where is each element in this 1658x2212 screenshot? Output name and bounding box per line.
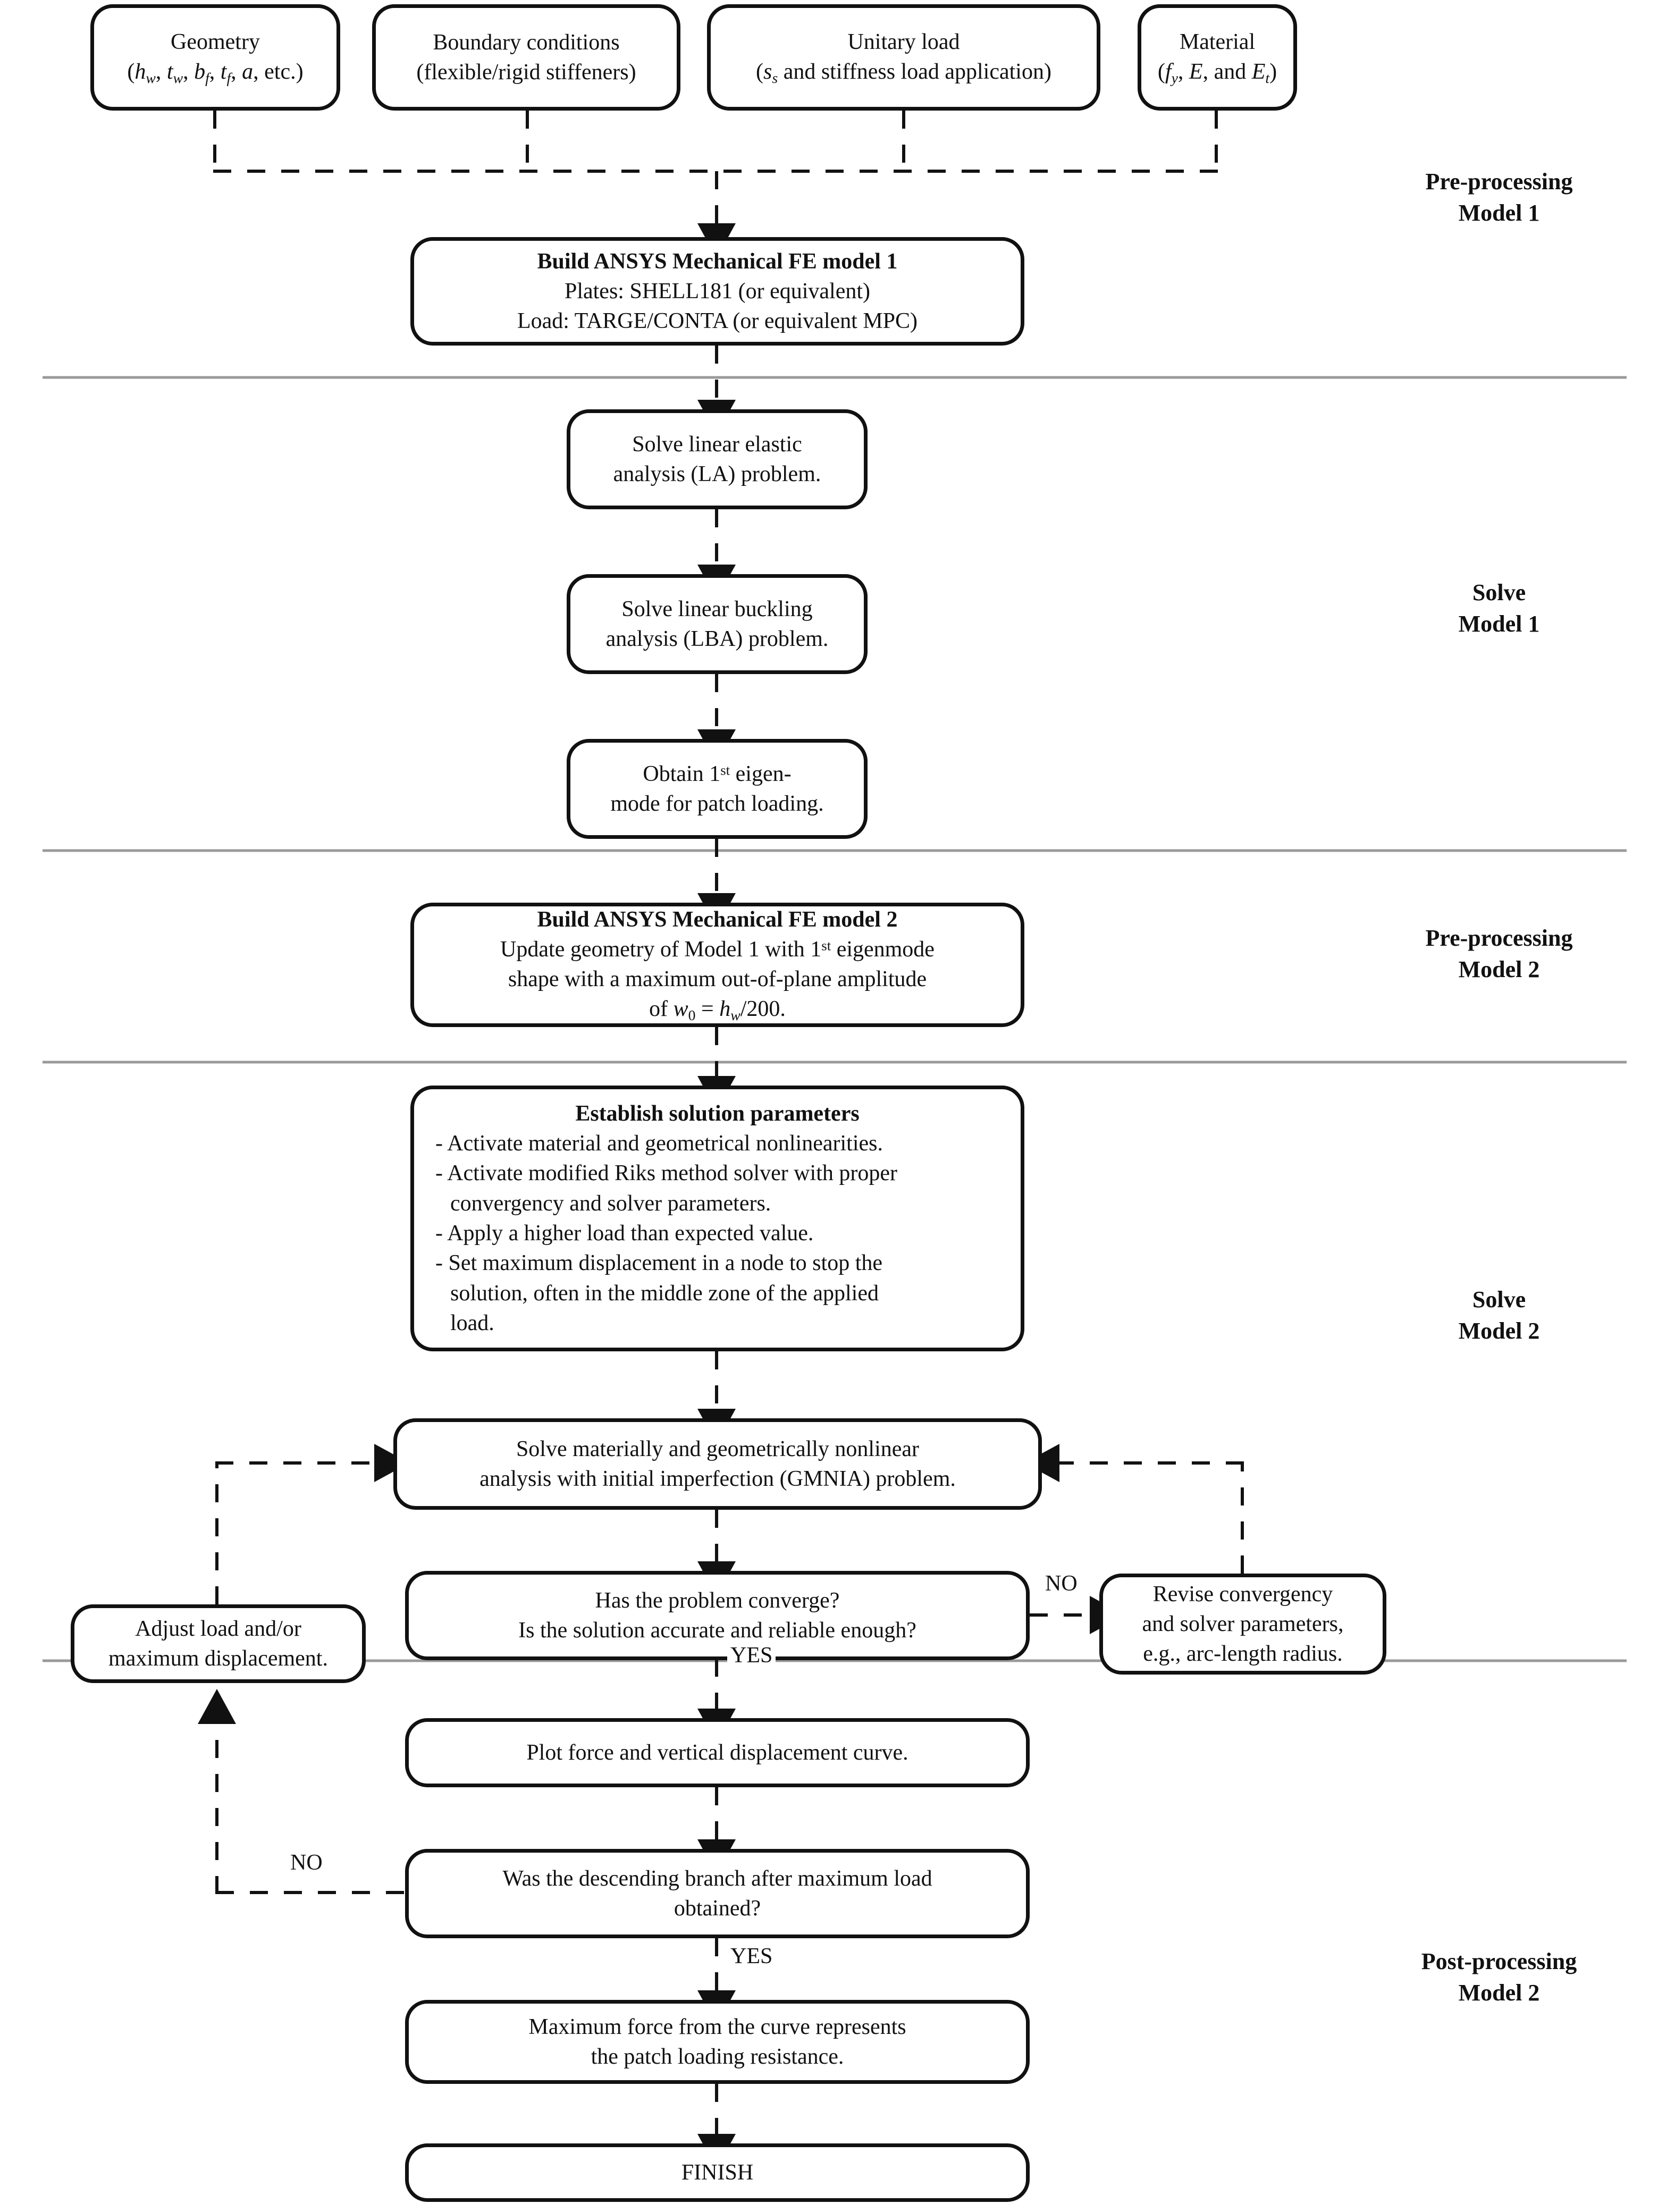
- process-maximum-force[interactable]: Maximum force from the curve represents …: [405, 2000, 1030, 2084]
- build-model-1-load: Load: TARGE/CONTA (or equivalent MPC): [517, 309, 918, 334]
- stage-3-line1: Pre-processing: [1425, 925, 1573, 951]
- process-solve-lba[interactable]: Solve linear buckling analysis (LBA) pro…: [567, 574, 868, 674]
- converge-q-line1: Has the problem converge?: [595, 1588, 840, 1613]
- build-model-2-line4: of w0 = hw/200.: [649, 997, 786, 1024]
- converge-q-line2: Is the solution accurate and reliable en…: [518, 1618, 916, 1643]
- process-adjust-load[interactable]: Adjust load and/or maximum displacement.: [71, 1604, 366, 1683]
- build-model-2-line2: Update geometry of Model 1 with 1st eige…: [500, 937, 935, 962]
- obtain-eigen-line1: Obtain 1st eigen-: [643, 761, 792, 786]
- decision-has-problem-converged[interactable]: Has the problem converge? Is the solutio…: [405, 1571, 1030, 1660]
- establish-params-title: Establish solution parameters: [575, 1101, 860, 1126]
- process-build-model-2[interactable]: Build ANSYS Mechanical FE model 2 Update…: [410, 903, 1024, 1027]
- process-plot-curve[interactable]: Plot force and vertical displacement cur…: [405, 1718, 1030, 1787]
- process-build-model-1[interactable]: Build ANSYS Mechanical FE model 1 Plates…: [410, 237, 1024, 346]
- stage-1-line2: Model 1: [1458, 200, 1540, 226]
- process-establish-solution-parameters[interactable]: Establish solution parameters - Activate…: [410, 1086, 1024, 1351]
- descending-q-line1: Was the descending branch after maximum …: [502, 1866, 932, 1891]
- input-box-unitary-load[interactable]: Unitary load (ss and stiffness load appl…: [707, 4, 1100, 111]
- input-geometry-title: Geometry: [171, 29, 260, 54]
- stage-label-pre-processing-model-2: Pre-processing Model 2: [1377, 922, 1621, 986]
- process-solve-la[interactable]: Solve linear elastic analysis (LA) probl…: [567, 409, 868, 509]
- adjust-line1: Adjust load and/or: [135, 1616, 301, 1641]
- finish-label: FINISH: [681, 2160, 754, 2185]
- gmnia-line2: analysis with initial imperfection (GMNI…: [479, 1467, 956, 1491]
- obtain-eigen-line2: mode for patch loading.: [610, 792, 824, 816]
- adjust-line2: maximum displacement.: [108, 1646, 328, 1671]
- descending-q-line2: obtained?: [674, 1896, 761, 1921]
- build-model-1-title: Build ANSYS Mechanical FE model 1: [537, 249, 898, 274]
- terminator-finish[interactable]: FINISH: [405, 2143, 1030, 2202]
- solve-la-line2: analysis (LA) problem.: [613, 462, 821, 486]
- decision-descending-branch[interactable]: Was the descending branch after maximum …: [405, 1849, 1030, 1938]
- establish-params-bullet-4c: load.: [450, 1310, 494, 1335]
- edge-label-yes-descending: YES: [727, 1944, 776, 1969]
- edge-label-no-converge: NO: [1042, 1571, 1081, 1596]
- stage-label-solve-model-1: Solve Model 1: [1377, 577, 1621, 640]
- max-force-line1: Maximum force from the curve represents: [528, 2014, 906, 2039]
- stage-label-solve-model-2: Solve Model 2: [1377, 1284, 1621, 1347]
- revise-line3: e.g., arc-length radius.: [1143, 1642, 1343, 1667]
- process-obtain-eigenmode[interactable]: Obtain 1st eigen- mode for patch loading…: [567, 739, 868, 839]
- stage-4-line2: Model 2: [1458, 1318, 1540, 1344]
- input-unitary-params: (ss and stiffness load application): [756, 60, 1051, 86]
- stage-4-line1: Solve: [1472, 1286, 1526, 1313]
- revise-line2: and solver parameters,: [1142, 1611, 1344, 1636]
- input-material-title: Material: [1179, 29, 1256, 54]
- build-model-2-title: Build ANSYS Mechanical FE model 2: [537, 907, 898, 932]
- input-box-material[interactable]: Material (fy, E, and Et): [1138, 4, 1297, 111]
- input-unitary-title: Unitary load: [847, 29, 960, 54]
- establish-params-bullet-3: - Apply a higher load than expected valu…: [435, 1221, 814, 1246]
- gmnia-line1: Solve materially and geometrically nonli…: [516, 1436, 920, 1461]
- establish-params-bullet-4: - Set maximum displacement in a node to …: [435, 1251, 883, 1276]
- revise-line1: Revise convergency: [1152, 1582, 1333, 1607]
- input-boundary-params: (flexible/rigid stiffeners): [416, 60, 636, 85]
- stage-3-line2: Model 2: [1458, 956, 1540, 983]
- edge-label-yes-converge: YES: [727, 1643, 776, 1668]
- stage-label-post-processing-model-2: Post-processing Model 2: [1361, 1946, 1637, 2009]
- process-solve-gmnia[interactable]: Solve materially and geometrically nonli…: [393, 1418, 1042, 1510]
- stage-2-line2: Model 1: [1458, 611, 1540, 637]
- solve-lba-line1: Solve linear buckling: [621, 596, 813, 621]
- max-force-line2: the patch loading resistance.: [591, 2045, 844, 2069]
- input-box-boundary-conditions[interactable]: Boundary conditions (flexible/rigid stif…: [372, 4, 680, 111]
- stage-2-line1: Solve: [1472, 579, 1526, 605]
- establish-params-bullet-4b: solution, often in the middle zone of th…: [450, 1281, 879, 1306]
- input-box-geometry[interactable]: Geometry (hw, tw, bf, tf, a, etc.): [90, 4, 340, 111]
- stage-1-line1: Pre-processing: [1425, 169, 1573, 195]
- process-revise-convergency[interactable]: Revise convergency and solver parameters…: [1099, 1574, 1386, 1675]
- build-model-1-plates: Plates: SHELL181 (or equivalent): [564, 279, 871, 304]
- edge-label-no-descending: NO: [287, 1850, 326, 1875]
- establish-params-bullet-2: - Activate modified Riks method solver w…: [435, 1161, 897, 1186]
- plot-curve-line1: Plot force and vertical displacement cur…: [526, 1740, 908, 1765]
- establish-params-bullet-2b: convergency and solver parameters.: [450, 1191, 771, 1216]
- input-boundary-title: Boundary conditions: [433, 30, 620, 55]
- solve-la-line1: Solve linear elastic: [632, 432, 802, 457]
- stage-5-line1: Post-processing: [1421, 1948, 1577, 1974]
- build-model-2-line3: shape with a maximum out-of-plane amplit…: [508, 967, 927, 992]
- stage-label-pre-processing-model-1: Pre-processing Model 1: [1377, 166, 1621, 229]
- input-geometry-params: (hw, tw, bf, tf, a, etc.): [127, 60, 304, 86]
- stage-5-line2: Model 2: [1458, 1980, 1540, 2006]
- input-material-params: (fy, E, and Et): [1157, 60, 1277, 86]
- establish-params-bullet-1: - Activate material and geometrical nonl…: [435, 1131, 883, 1156]
- solve-lba-line2: analysis (LBA) problem.: [605, 627, 829, 651]
